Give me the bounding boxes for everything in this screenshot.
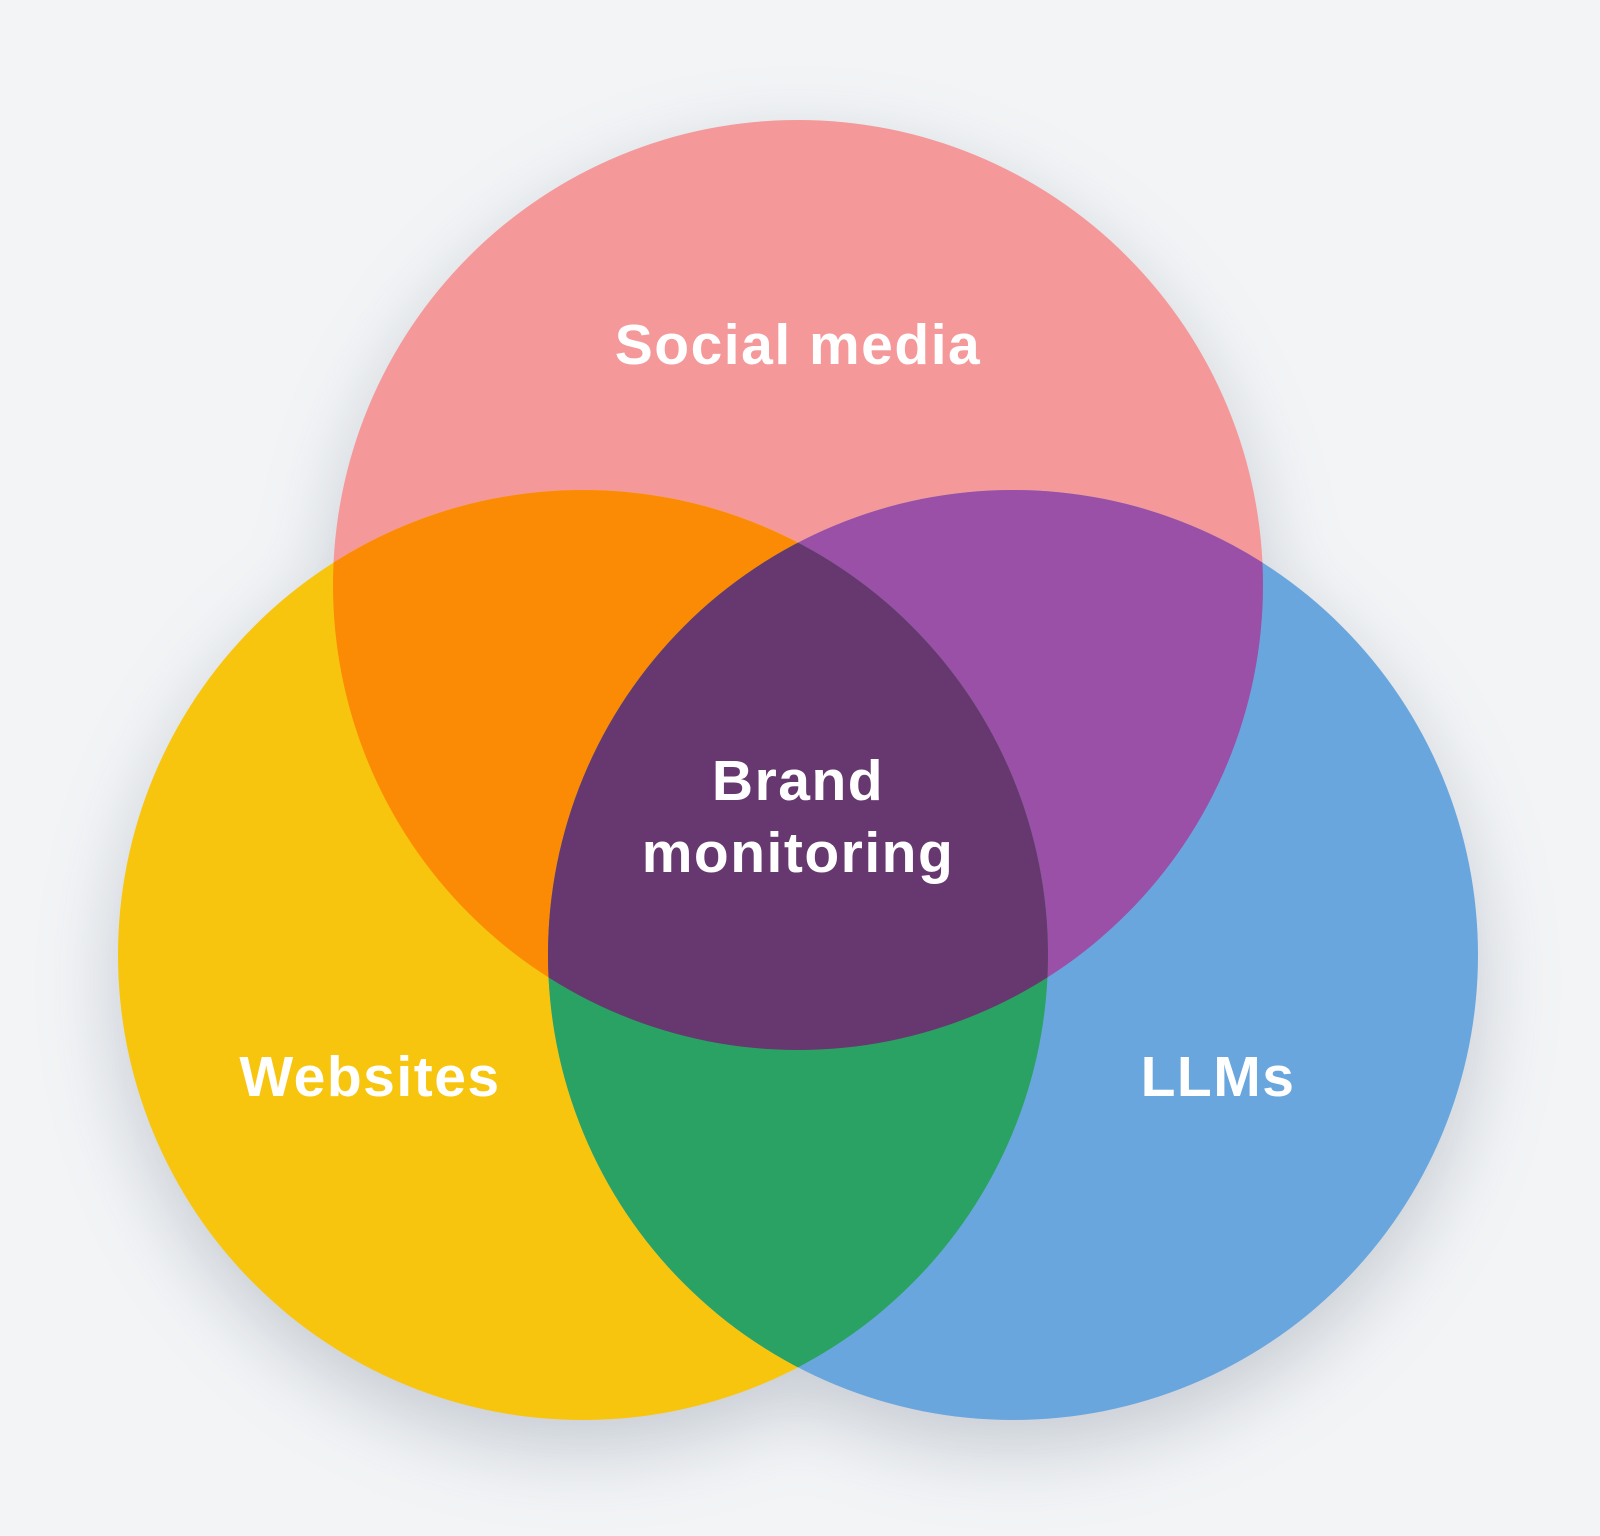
label-brand-monitoring-line2: monitoring bbox=[642, 821, 955, 885]
label-websites: Websites bbox=[239, 1045, 500, 1109]
overlap-center bbox=[548, 490, 1048, 1050]
label-social-media: Social media bbox=[615, 313, 982, 377]
label-llms: LLMs bbox=[1141, 1045, 1296, 1109]
label-brand-monitoring-line1: Brand bbox=[712, 749, 884, 813]
venn-circles-group: Social media Websites LLMs Brand monitor… bbox=[118, 120, 1478, 1420]
